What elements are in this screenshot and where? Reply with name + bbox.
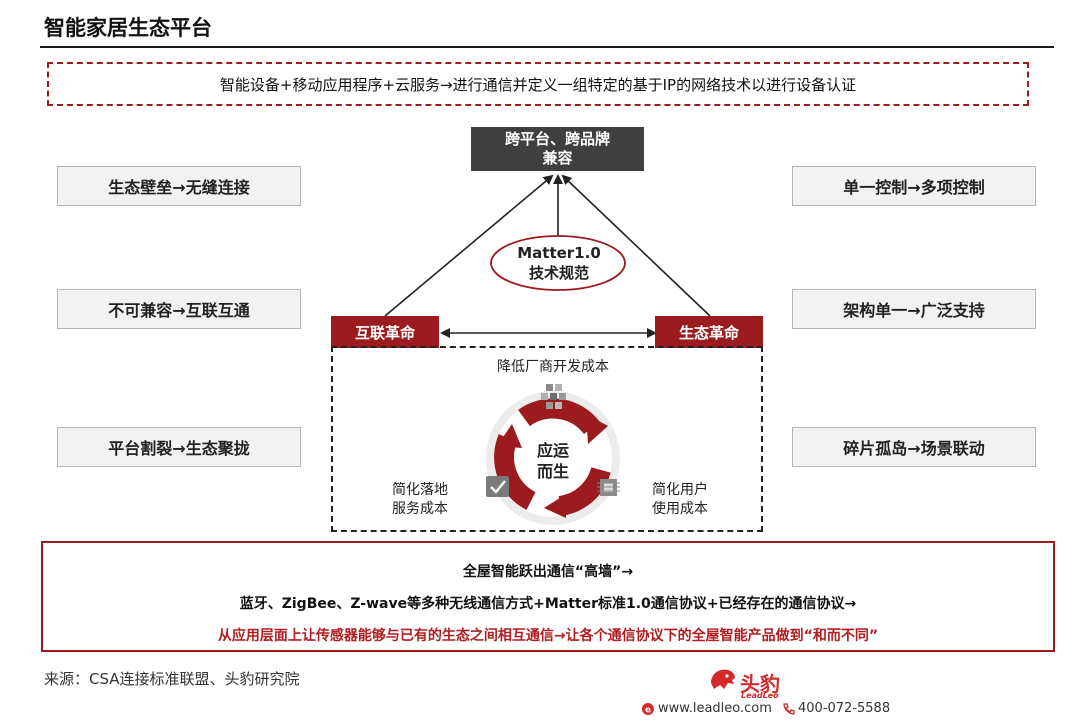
- website-link[interactable]: www.leadleo.com: [658, 701, 772, 716]
- phone-icon: [783, 703, 795, 715]
- cross-platform-line2: 兼容: [542, 149, 573, 167]
- page-title: 智能家居生态平台: [44, 16, 212, 40]
- logo-text: 头豹: [740, 672, 780, 696]
- ecosystem-revolution-label: 生态革命: [678, 323, 739, 342]
- blocks-icon: [541, 384, 566, 409]
- matter-line2: 技术规范: [528, 264, 589, 282]
- cycle-arrowhead-left: [497, 424, 522, 448]
- chip-icon: [597, 479, 620, 496]
- cycle-core-line1: 应运: [536, 441, 569, 460]
- cross-platform-box: 跨平台、跨品牌 兼容: [471, 127, 644, 171]
- right-item-3: 碎片孤岛→场景联动: [792, 427, 1036, 467]
- leopard-logo-icon: [711, 669, 735, 689]
- right-item-2-label: 架构单一→广泛支持: [843, 301, 985, 320]
- cycle-top-text: 降低厂商开发成本: [497, 359, 609, 375]
- right-item-3-label: 碎片孤岛→场景联动: [843, 439, 985, 458]
- bottom-line-3: 从应用层面上让传感器能够与已有的生态之间相互通信→让各个通信协议下的全屋智能产品…: [217, 628, 879, 644]
- top-banner-text: 智能设备+移动应用程序+云服务→进行通信并定义一组特定的基于IP的网络技术以进行…: [219, 75, 857, 94]
- top-banner: 智能设备+移动应用程序+云服务→进行通信并定义一组特定的基于IP的网络技术以进行…: [47, 62, 1029, 106]
- cycle-panel: [331, 346, 763, 532]
- left-item-3: 平台割裂→生态聚拢: [57, 427, 301, 467]
- web-icon: e: [642, 703, 654, 716]
- interconnect-revolution-box: 互联革命: [331, 316, 439, 348]
- source-note: 来源：CSA连接标准联盟、头豹研究院: [44, 670, 300, 688]
- cycle-arrowhead-right: [544, 494, 566, 518]
- cross-platform-line1: 跨平台、跨品牌: [504, 130, 610, 148]
- logo-subtext: LeadLeo: [741, 691, 779, 700]
- left-item-1-label: 生态壁垒→无缝连接: [108, 178, 250, 197]
- interconnect-revolution-label: 互联革命: [354, 323, 415, 342]
- bottom-summary-box: [41, 541, 1055, 652]
- cycle-right-line1: 简化用户: [652, 482, 708, 498]
- arrow-right-to-top: [561, 174, 711, 317]
- title-divider: [40, 46, 1054, 48]
- svg-text:e: e: [645, 706, 651, 716]
- left-item-1: 生态壁垒→无缝连接: [57, 166, 301, 206]
- right-item-1-label: 单一控制→多项控制: [843, 178, 985, 197]
- cycle-core-text: 应运 而生: [525, 440, 581, 482]
- cycle-arc-top: [518, 398, 600, 435]
- cycle-arrowhead-top: [586, 414, 608, 444]
- cycle-right-text: 简化用户 使用成本: [640, 481, 720, 519]
- left-item-2-label: 不可兼容→互联互通: [108, 301, 250, 320]
- right-item-1: 单一控制→多项控制: [792, 166, 1036, 206]
- matter-label: Matter1.0 技术规范: [492, 237, 626, 289]
- left-item-3-label: 平台割裂→生态聚拢: [108, 439, 250, 458]
- left-item-2: 不可兼容→互联互通: [57, 289, 301, 329]
- cycle-left-line1: 简化落地: [392, 482, 448, 498]
- matter-line1: Matter1.0: [517, 244, 601, 262]
- matter-ellipse: [490, 235, 626, 291]
- bottom-line-1: 全屋智能跃出通信“高墙”→: [462, 564, 634, 580]
- cycle-core-line2: 而生: [536, 462, 569, 481]
- arrow-left-to-top: [384, 174, 554, 317]
- cycle-left-line2: 服务成本: [392, 501, 448, 517]
- cycle-left-text: 简化落地 服务成本: [380, 481, 460, 519]
- checkbox-icon: [486, 476, 509, 497]
- ecosystem-revolution-box: 生态革命: [655, 316, 763, 348]
- phone-number: 400-072-5588: [798, 701, 891, 716]
- bottom-line-2: 蓝牙、ZigBee、Z-wave等多种无线通信方式+Matter标准1.0通信协…: [239, 596, 857, 612]
- cycle-right-line2: 使用成本: [652, 501, 708, 517]
- right-item-2: 架构单一→广泛支持: [792, 289, 1036, 329]
